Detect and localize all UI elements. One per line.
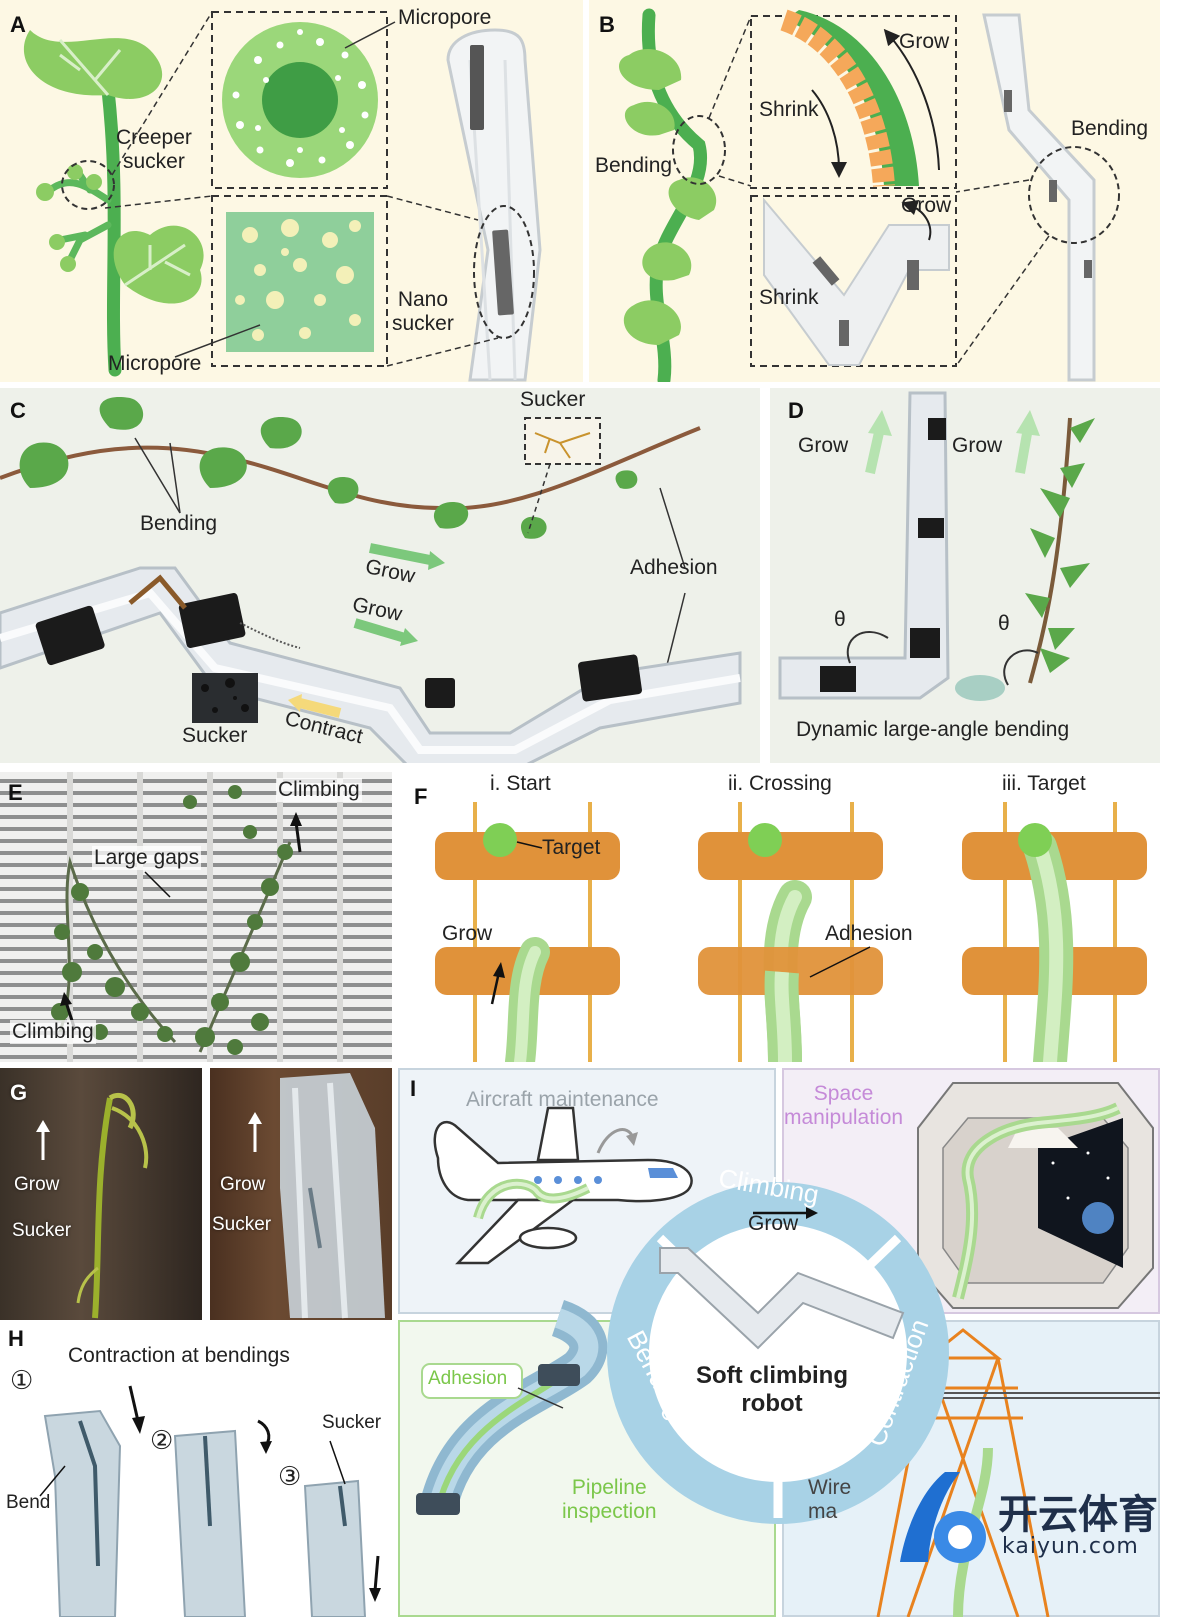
grow-top-label: Grow (899, 30, 950, 53)
panel-b: B Grow Shrink Bending Grow Sh (589, 0, 1160, 382)
e-large-gaps-label: Large gaps (92, 846, 202, 871)
c-adhesion-label: Adhesion (630, 556, 718, 579)
i-wire-label: Wire ma (808, 1476, 852, 1524)
creeper-sucker-label: Creeper sucker (116, 126, 192, 174)
g-grow-left-label: Grow (14, 1174, 60, 1195)
d-theta1-label: θ (834, 608, 846, 631)
i-center-label: Soft climbing robot (696, 1362, 848, 1417)
grow-bottom-label: Grow (901, 194, 952, 217)
panel-i-illustration (416, 1082, 1160, 1617)
c-sucker-bottom-label: Sucker (182, 724, 248, 747)
h-step2: ② (150, 1425, 174, 1455)
kaiyun-logo-icon (900, 1472, 986, 1563)
i-space-label: Space manipulation (784, 1082, 904, 1130)
panel-i-label: I (410, 1076, 417, 1101)
panel-g-label: G (10, 1080, 28, 1105)
f-step3-label: iii. Target (1002, 772, 1086, 795)
f-adhesion-label: Adhesion (825, 922, 913, 945)
g-grow-right-label: Grow (220, 1174, 266, 1195)
panel-h: H Contraction at bendings ① ② ③ Bend Suc… (0, 1326, 392, 1617)
shrink-bottom-label: Shrink (759, 286, 819, 309)
h-title: Contraction at bendings (68, 1344, 290, 1367)
micropore-bottom-label: Micropore (108, 352, 202, 375)
e-climbing-top-label: Climbing (276, 778, 362, 803)
panel-d-illustration (778, 391, 1095, 701)
d-grow-left-label: Grow (798, 434, 849, 457)
c-sucker-top-label: Sucker (520, 388, 586, 411)
panel-c-illustration (0, 397, 742, 763)
h-step3: ③ (278, 1461, 302, 1491)
bending-left-label: Bending (595, 154, 673, 177)
g-sucker-right-label: Sucker (212, 1214, 272, 1235)
panel-h-label: H (8, 1326, 24, 1351)
h-sucker-label: Sucker (322, 1412, 382, 1433)
panel-b-illustration (619, 8, 1120, 382)
panel-d-label: D (788, 398, 804, 423)
panel-c-label: C (10, 398, 26, 423)
watermark-brand-cn: 开云体育 (998, 1492, 1158, 1538)
panel-e-label: E (8, 780, 23, 805)
d-theta2-label: θ (998, 612, 1010, 635)
g-photo-plant: G Grow Sucker (0, 1068, 202, 1320)
f-step1-label: i. Start (490, 772, 551, 795)
h-step1: ① (10, 1365, 34, 1395)
g-photo-robot: Grow Sucker (210, 1068, 392, 1320)
c-bending-label: Bending (140, 512, 218, 535)
f-step2-label: ii. Crossing (728, 772, 832, 795)
panel-a-label: A (10, 12, 26, 37)
panel-e: E Climbing Large gaps Climbing (0, 772, 392, 1062)
panel-g: G Grow Sucker Grow Sucker (0, 1068, 392, 1320)
d-caption: Dynamic large-angle bending (796, 718, 1070, 741)
micropore-top-label: Micropore (398, 6, 492, 29)
watermark-brand-en: kaiyun.com (1002, 1534, 1139, 1559)
watermark: 开云体育 kaiyun.com (890, 1462, 1160, 1582)
panel-i: I Aircraft maintenance Space manipulatio… (398, 1068, 1160, 1617)
panel-c: C (0, 388, 760, 763)
i-pipeline-label: Pipeline inspection (562, 1476, 657, 1524)
panel-e-photo (0, 772, 392, 1062)
nano-sucker-label: Nano sucker (392, 288, 454, 336)
e-climbing-bottom-label: Climbing (10, 1020, 96, 1045)
g-sucker-left-label: Sucker (12, 1220, 72, 1241)
panel-h-photos (39, 1385, 381, 1617)
panel-b-label: B (599, 12, 615, 37)
panel-f: F i. Start ii. (400, 772, 1160, 1062)
panel-a-illustration (23, 11, 542, 382)
f-target-label: Target (542, 836, 601, 859)
panel-f-illustration (435, 802, 1147, 1062)
d-grow-right-label: Grow (952, 434, 1003, 457)
shrink-top-label: Shrink (759, 98, 819, 121)
panel-a: A (0, 0, 583, 382)
bending-right-label: Bending (1071, 117, 1149, 140)
i-aircraft-label: Aircraft maintenance (466, 1088, 659, 1111)
panel-d: D Grow Grow θ θ Dynamic large-angle bend… (770, 388, 1160, 763)
i-grow-label: Grow (748, 1212, 799, 1235)
h-bend-label: Bend (6, 1492, 51, 1513)
panel-f-label: F (414, 784, 428, 809)
i-adhesion-label: Adhesion (428, 1368, 508, 1389)
f-grow-label: Grow (442, 922, 493, 945)
